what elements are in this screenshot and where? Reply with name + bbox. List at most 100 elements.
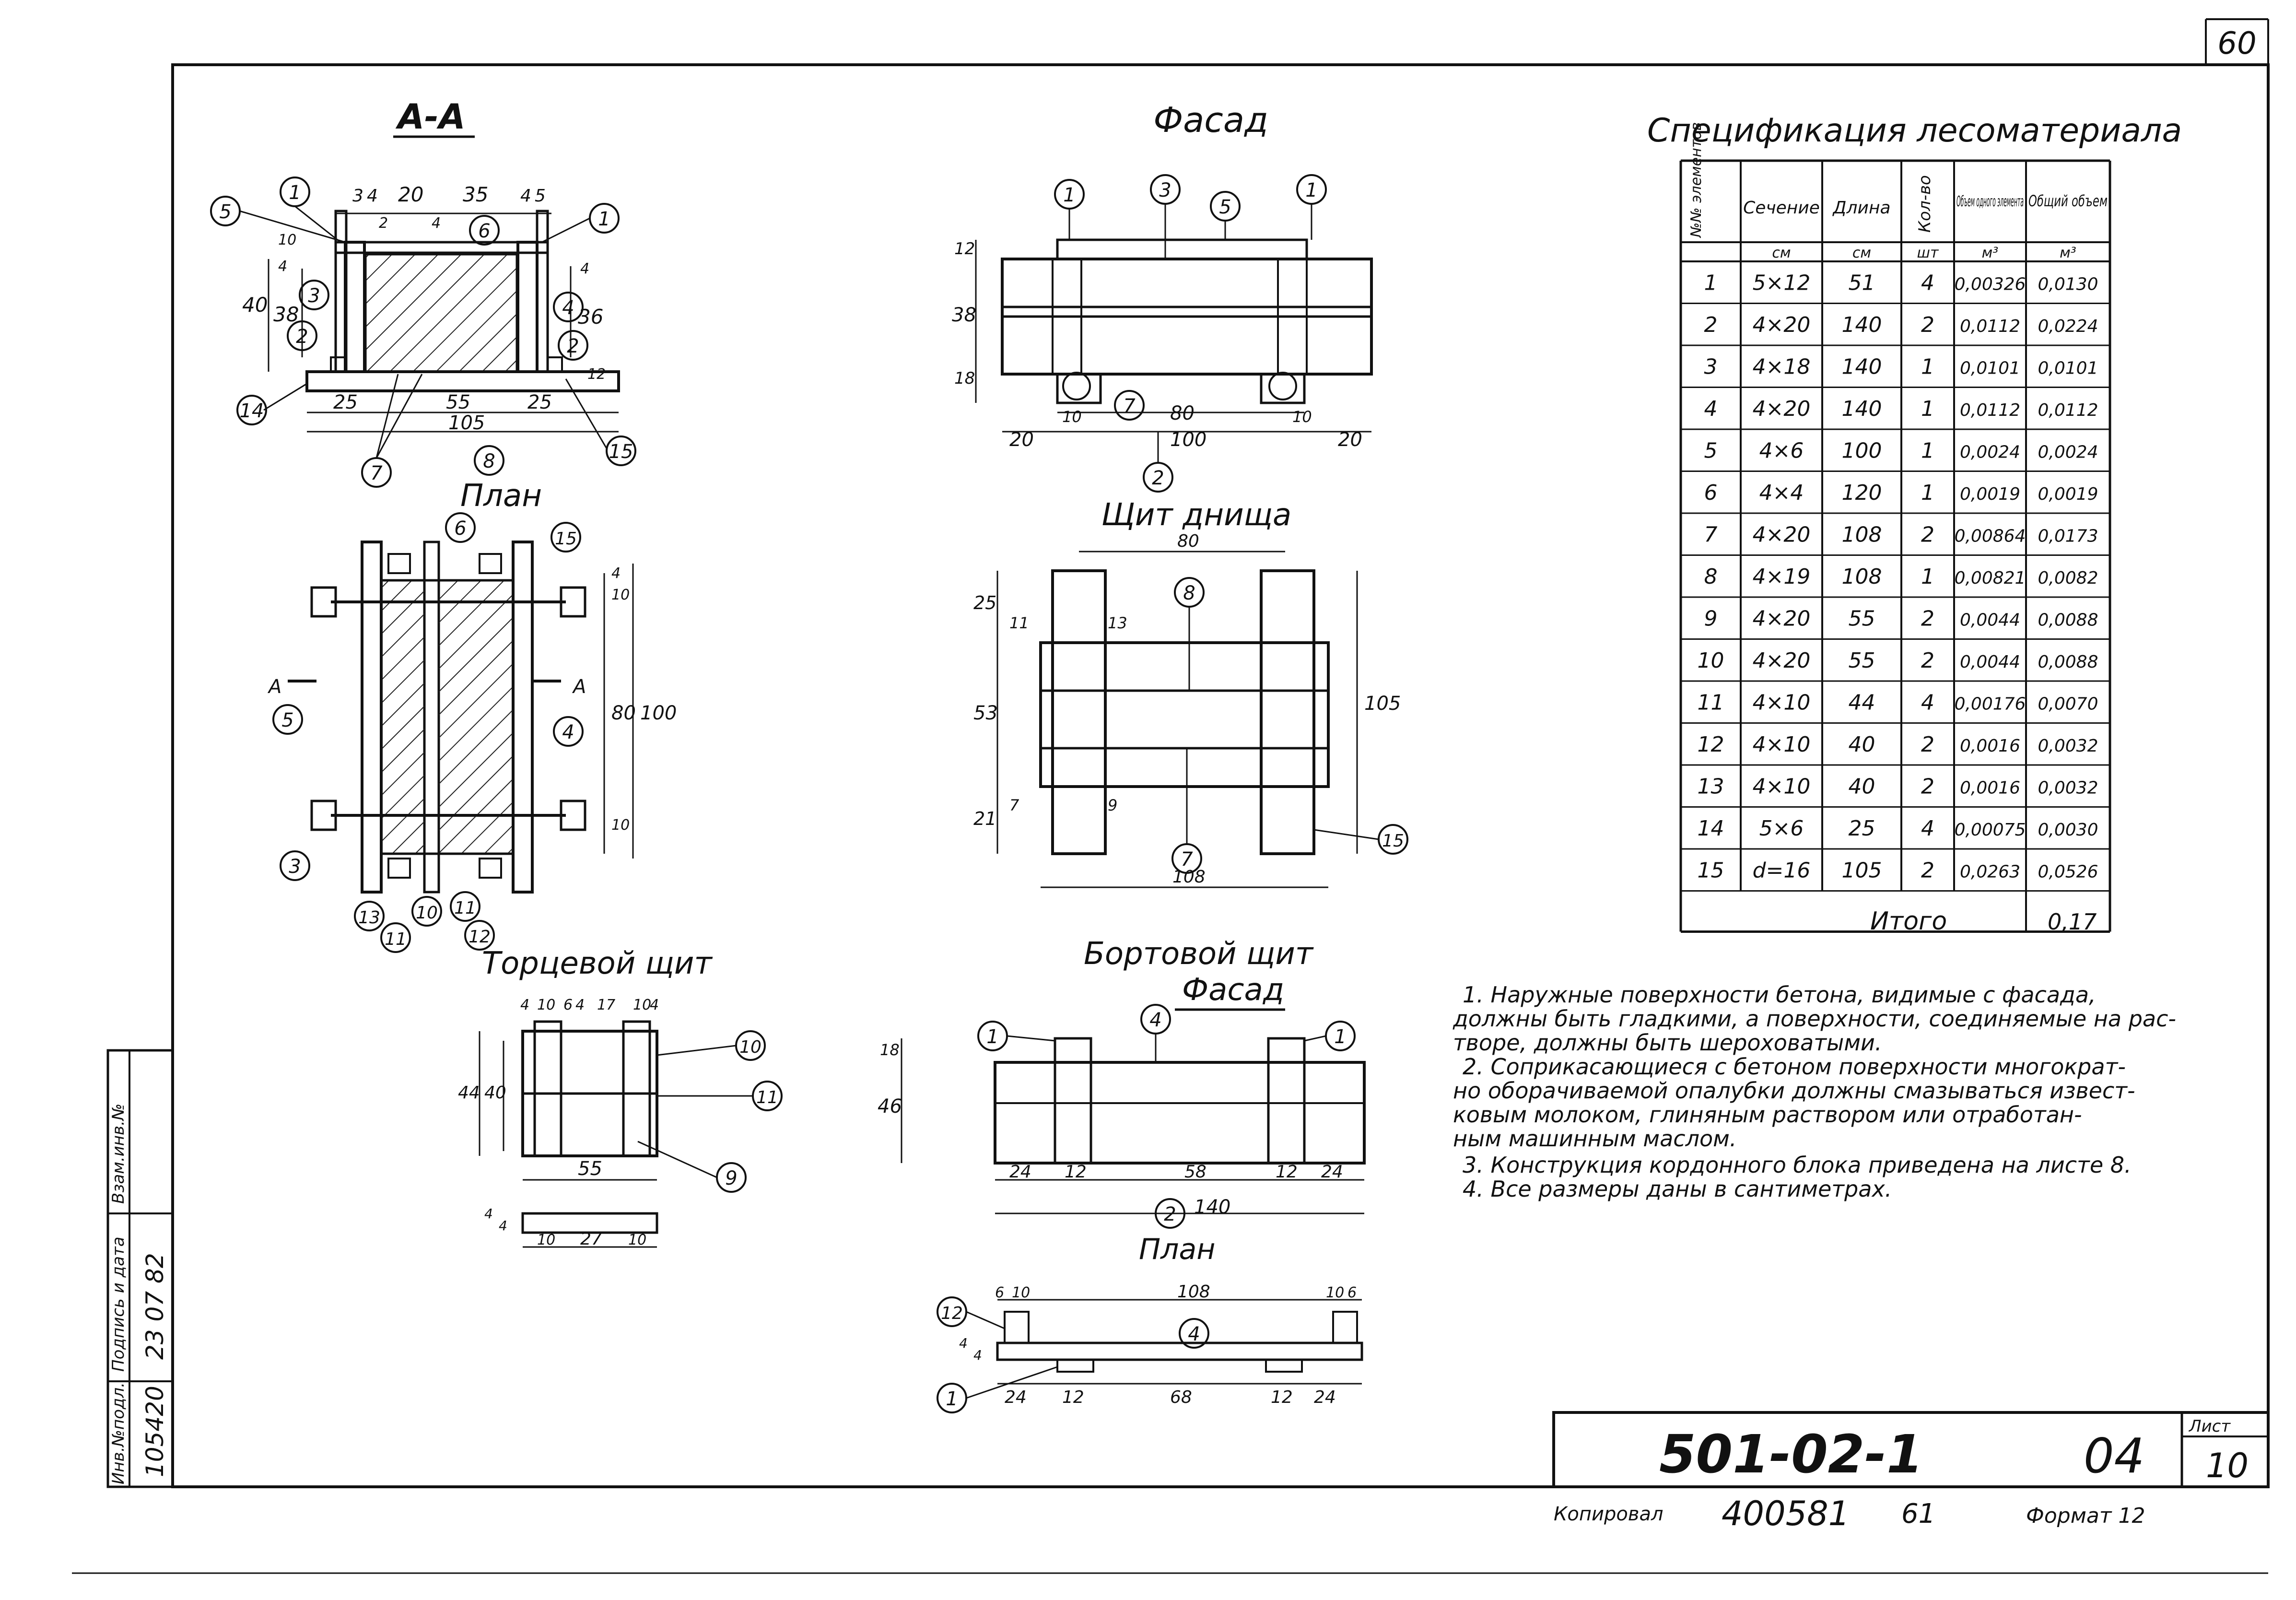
spec-table-cell: 1 [1921,355,1934,379]
callout-number: 8 [1183,582,1195,604]
spec-table-cell: 4×6 [1759,439,1804,463]
spec-table-cell: 0,0088 [2038,652,2098,672]
callout-number: 5 [281,709,293,731]
spec-header-cell: Объем одного элемента [1956,193,2024,210]
spec-header-cell: Кол-во [1915,175,1934,233]
dim-label: 4 [432,215,441,232]
inventory-number: 400581 [1722,1494,1850,1533]
stamp-inv-value: 105420 [141,1386,169,1477]
side-panel-view: Бортовой щит Фасад 18 46 24 12 58 12 24 … [878,936,1366,1413]
dim-label: 5 [535,186,546,206]
dim-label: 10 [1062,408,1082,426]
dim-label: 2 [379,215,388,232]
spec-table-cell: 4×19 [1753,565,1811,589]
spec-table-cell: 0,0526 [2038,862,2098,882]
spec-table-cell: 0,0173 [2038,527,2098,546]
spec-table-cell: 0,0016 [1960,778,2020,798]
dim-label: 100 [640,702,677,724]
spec-table-cell: 8 [1704,565,1718,589]
dim-label: 17 [597,997,615,1013]
page-number: 60 [2217,26,2256,61]
spec-table-cell: 0,0112 [1960,400,2020,420]
note-item: 3. Конструкция кордонного блока приведен… [1463,1152,2132,1178]
end-panel-callouts: 10 11 9 [637,1030,783,1193]
dim-label: 11 [1009,614,1029,632]
spec-table-cell: 0,00326 [1955,275,2026,294]
callout-number: 5 [1219,196,1231,218]
dim-label: 10 [628,1232,646,1248]
dim-label: 4 [367,186,378,206]
spec-table-cell: 0,0070 [2038,694,2098,714]
callout-number: 11 [756,1088,778,1107]
side-panel-facade-callouts: 1 4 1 2 [977,1004,1356,1229]
spec-table-cell: 13 [1698,775,1724,799]
note-line: 2. Соприкасающиеся с бетоном поверхности… [1463,1054,2126,1080]
spec-unit-cell: см [1772,245,1791,261]
dim-label: 40 [484,1083,506,1103]
note-line: творе, должны быть шероховатыми. [1453,1030,1882,1056]
dim-label: 4 [484,1206,493,1222]
spec-total-label: Итого [1870,907,1947,936]
spec-table-cell: 2 [1921,523,1934,547]
spec-table-cell: 140 [1842,397,1882,421]
spec-table-cell: 0,0030 [2038,820,2098,840]
dim-label: 25 [527,391,552,413]
spec-table-cell: 7 [1704,523,1718,547]
dim-label: 80 [1170,402,1195,424]
spec-table-cell: 2 [1921,732,1934,757]
dim-label: 55 [578,1158,602,1180]
callout-number: 15 [1382,831,1404,851]
dim-label: 20 [1009,429,1034,451]
spec-table-cell: 0,0112 [1960,317,2020,336]
dim-label: 3 [352,186,363,206]
callout-number: 1 [1063,184,1075,206]
spec-table-cell: 4×20 [1753,607,1811,631]
callout-number: 15 [609,441,633,463]
spec-table-cell: 51 [1849,271,1875,295]
dim-label: 4 [499,1218,507,1234]
dim-label: 6 [1347,1284,1357,1301]
spec-header-cell: Сечение [1743,198,1820,218]
note-line: но оборачиваемой опалубки должны смазыва… [1453,1078,2135,1104]
spec-table-cell: 44 [1849,691,1875,715]
dim-label: 25 [973,592,996,613]
side-panel-title: Бортовой щит [1084,936,1314,972]
spec-table-cell: 2 [1921,607,1934,631]
callout-number: 2 [296,326,308,348]
dim-label: 24 [1314,1388,1336,1407]
side-panel-plan-title: План [1139,1233,1215,1266]
callout-number: 3 [1159,179,1171,201]
stamp-label: Подпись и дата [109,1236,128,1372]
dim-label: 6 [563,997,573,1013]
callout-number: 10 [416,903,438,923]
dim-label: 80 [611,702,636,724]
spec-table-cell: 0,00176 [1955,694,2026,714]
sheet-number: 10 [2206,1446,2249,1485]
spec-table-cell: 4 [1921,816,1934,841]
spec-table-cell: 105 [1842,859,1882,883]
spec-table-cell: 1 [1921,481,1934,505]
spec-table-cell: 4×20 [1753,313,1811,337]
callout-number: 13 [358,908,380,928]
plan-callouts: 6 15 5 4 3 13 11 10 11 12 [272,512,584,953]
callout-number: 3 [289,856,301,878]
spec-table-cell: 1 [1704,271,1718,295]
dim-label: 10 [1012,1284,1030,1301]
spec-table-cell: 4×4 [1759,481,1804,505]
spec-table-cell: 0,0130 [2038,275,2098,294]
spec-table-cell: 11 [1698,691,1724,715]
spec-table-cell: 4×10 [1753,732,1811,757]
dim-label: 100 [1170,429,1207,451]
spec-table-cell: 2 [1921,313,1934,337]
callout-number: 14 [240,400,264,422]
spec-header-cell: Общий объем [2028,192,2108,210]
spec-table-cell: 0,0016 [1960,736,2020,756]
side-panel-plan-callouts: 12 4 1 [937,1296,1209,1413]
dim-label: 24 [1009,1162,1031,1182]
callout-number: 7 [1123,395,1136,417]
spec-table-cell: d=16 [1753,859,1811,883]
dim-label: 12 [1062,1388,1084,1407]
spec-table-cell: 0,0101 [2038,359,2098,378]
stamp-label: Инв.№подл. [109,1382,128,1484]
dim-label: 4 [611,565,621,582]
